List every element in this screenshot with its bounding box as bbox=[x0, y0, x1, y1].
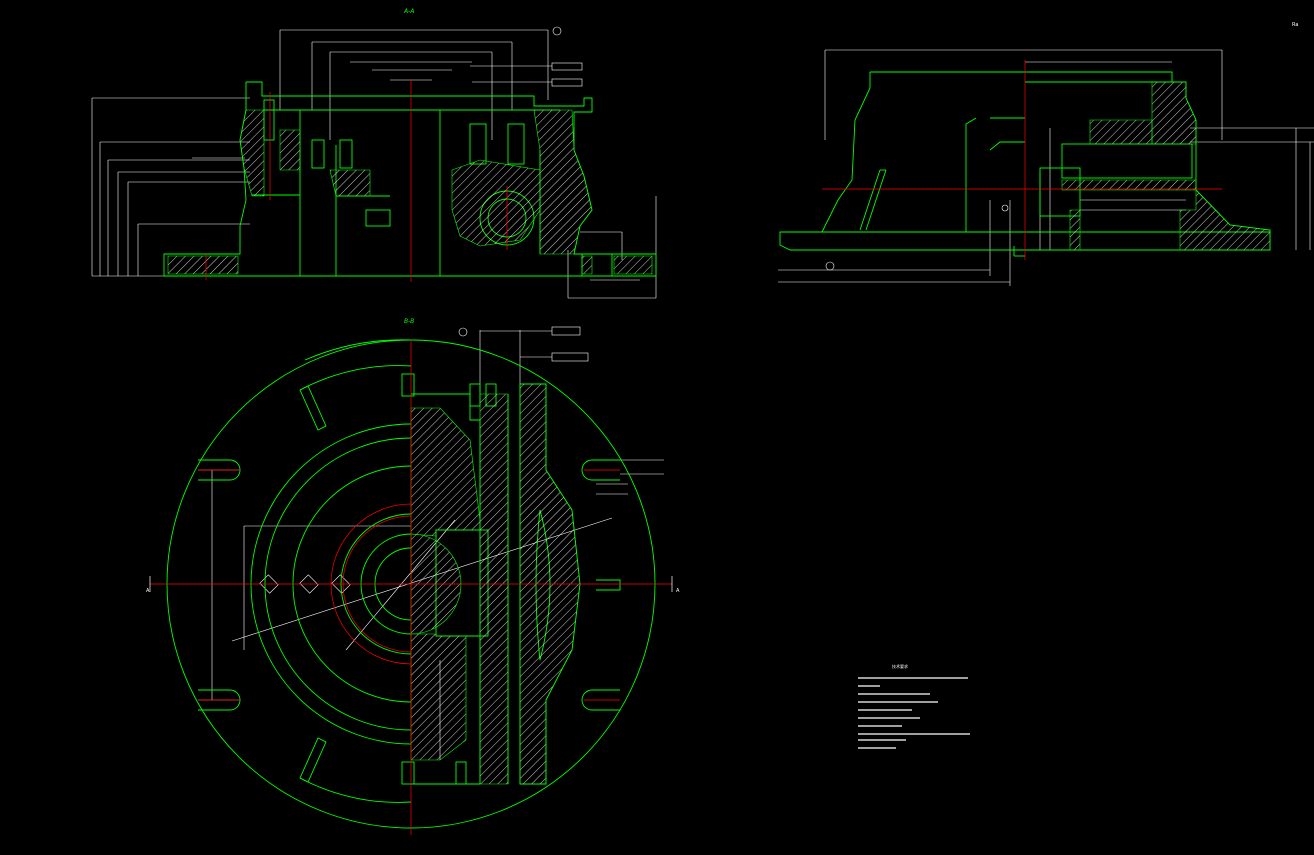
section-bb-view: B-B bbox=[146, 318, 680, 835]
section-aa-hatching bbox=[167, 109, 653, 275]
roughness-corner-mark: Ra bbox=[1292, 22, 1298, 28]
section-label-a-left: A bbox=[146, 588, 150, 594]
section-label-a-right: A bbox=[676, 588, 680, 594]
side-view: Ra bbox=[778, 22, 1314, 286]
datum-symbol-side bbox=[825, 261, 835, 271]
section-aa-view: A-A bbox=[91, 8, 657, 299]
notes-lines bbox=[858, 677, 970, 749]
section-bb-centerlines bbox=[150, 340, 672, 835]
section-arrows bbox=[149, 576, 673, 592]
side-view-centerlines bbox=[822, 60, 1222, 260]
technical-notes: 技术要求 bbox=[858, 663, 970, 749]
side-view-hatching bbox=[1061, 81, 1271, 251]
section-aa-centerlines bbox=[205, 80, 508, 282]
notes-heading: 技术要求 bbox=[892, 663, 908, 669]
section-aa-tolerance-frames bbox=[470, 26, 583, 87]
section-aa-title: A-A bbox=[403, 8, 414, 15]
section-bb-title: B-B bbox=[404, 318, 414, 325]
